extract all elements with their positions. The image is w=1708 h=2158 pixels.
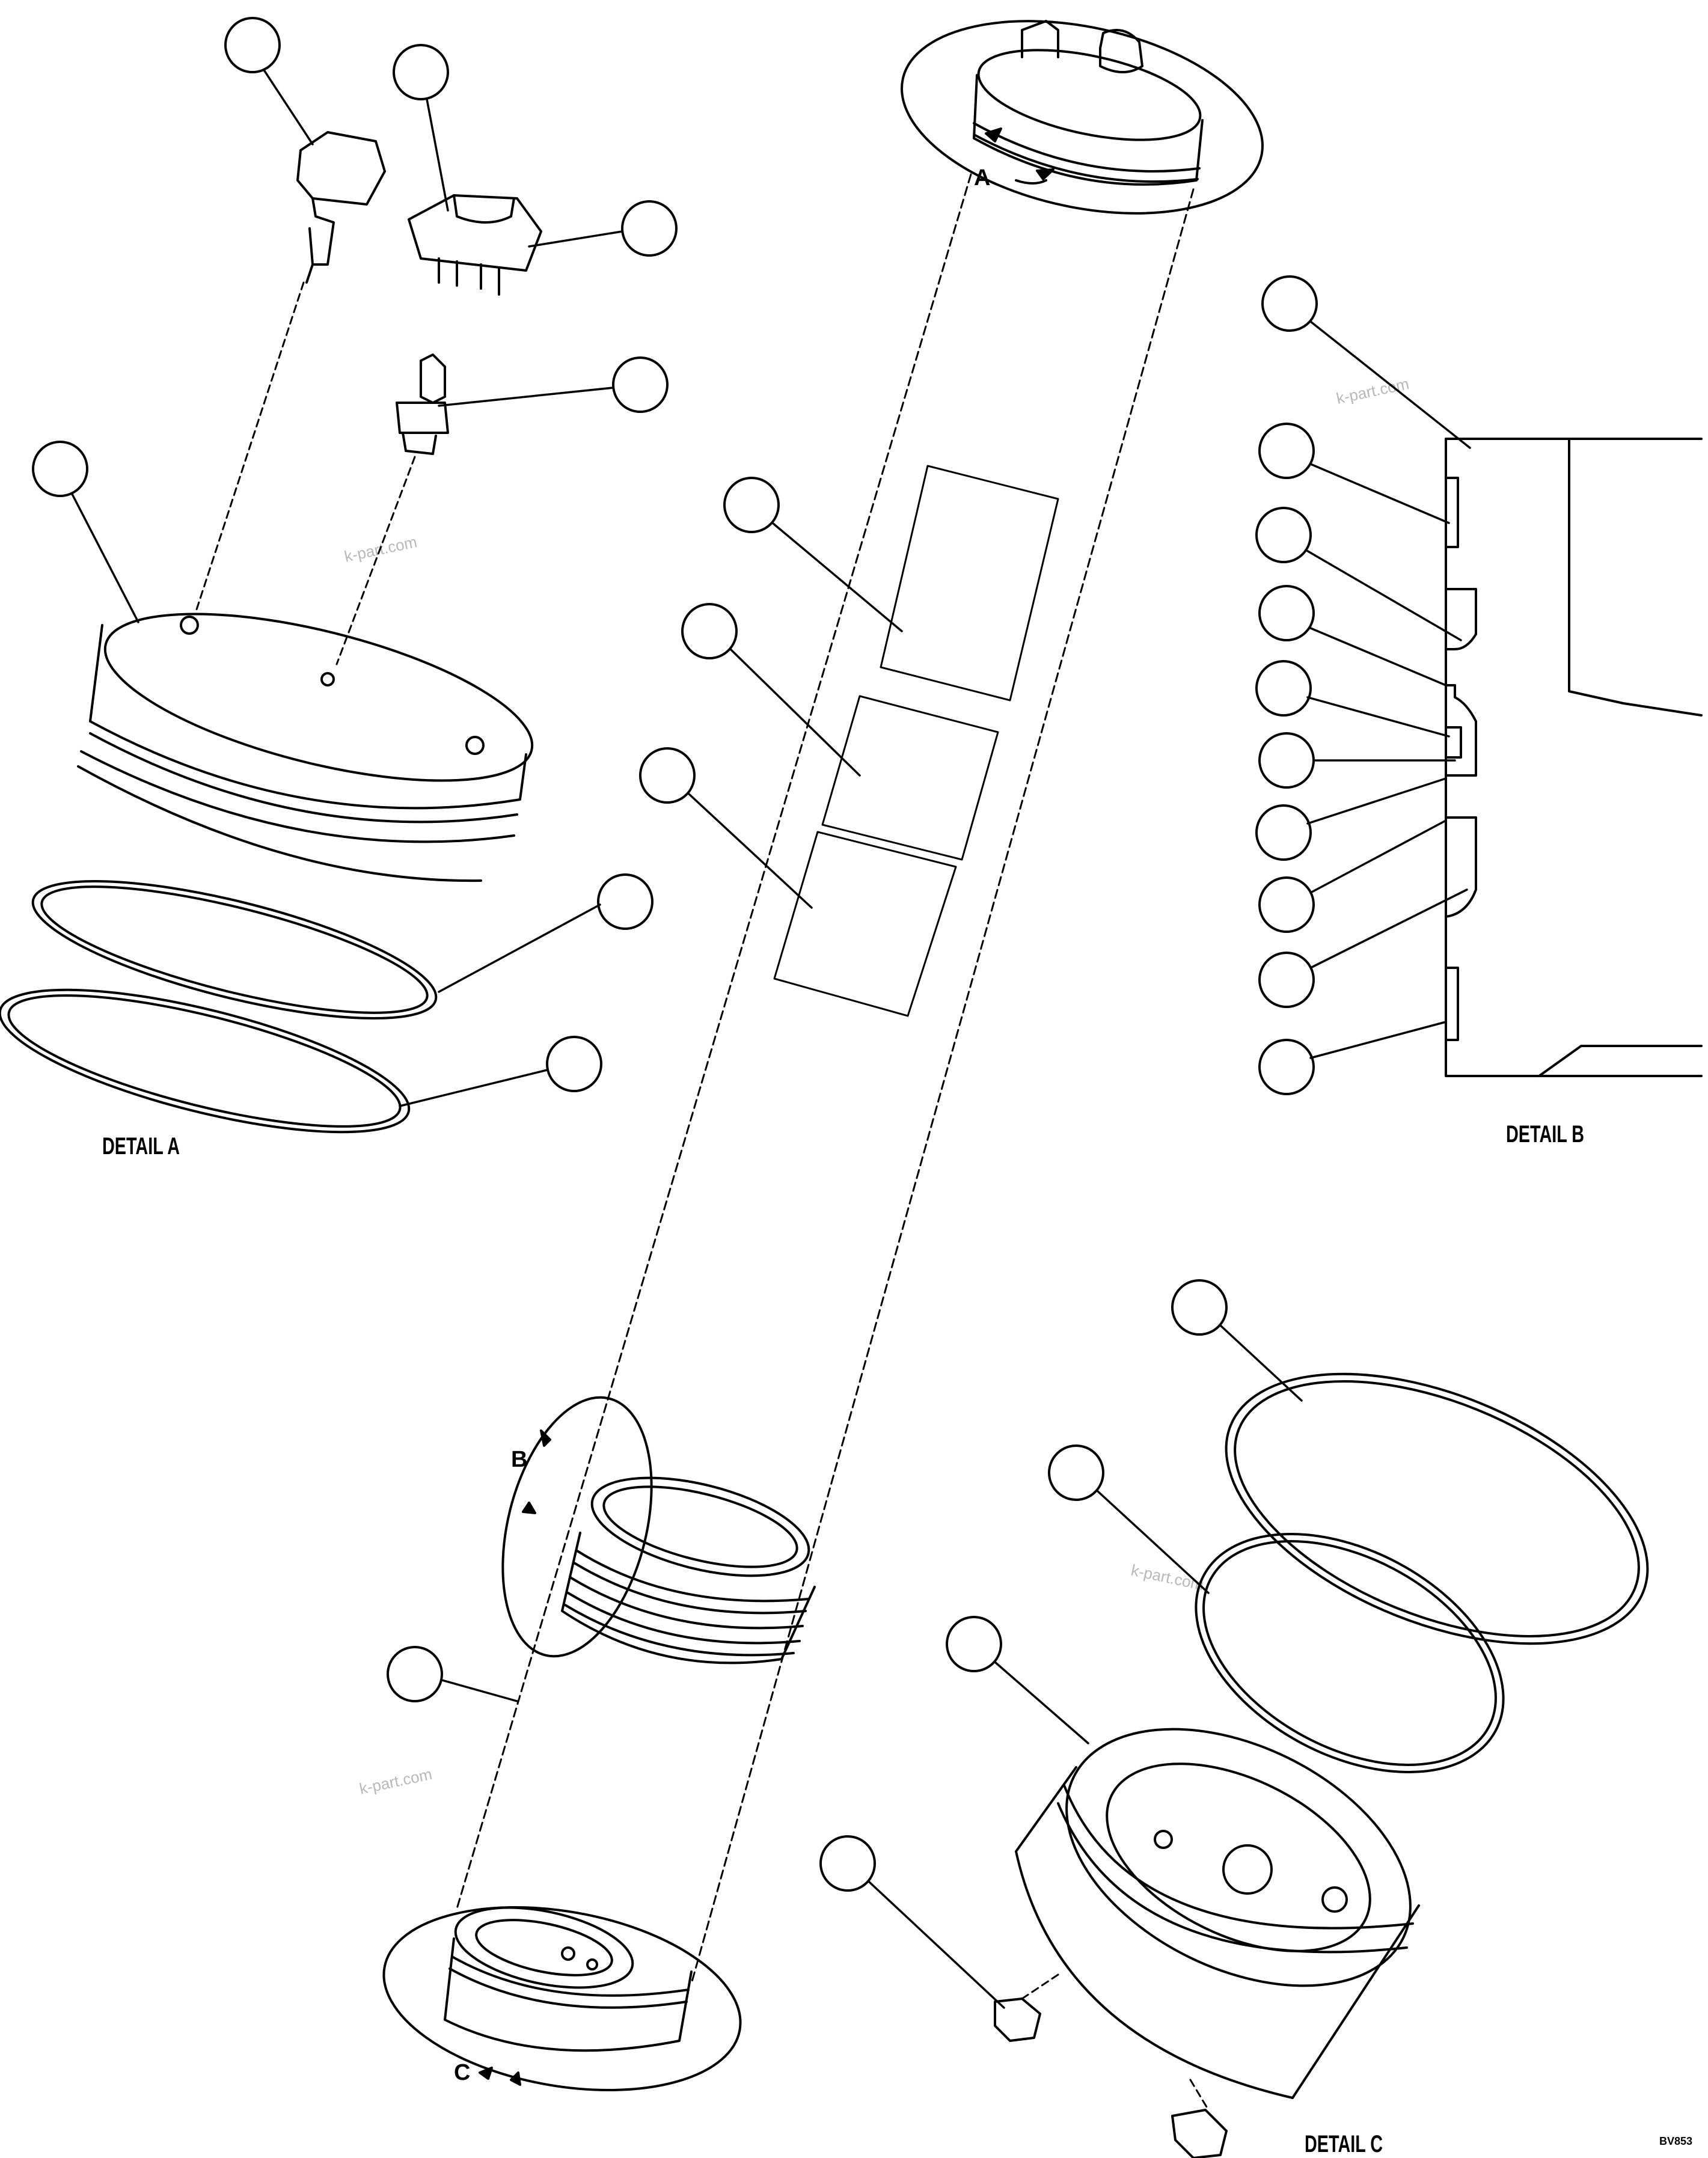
detail-b-caption: DETAIL B [1506, 1120, 1584, 1148]
callout-balloon [1258, 585, 1315, 641]
callout-leaders [71, 70, 1471, 2009]
callout-balloon [612, 356, 669, 413]
callout-balloon [546, 1036, 602, 1092]
callout-balloon [1261, 275, 1318, 332]
detail-b-assembly [1445, 438, 1703, 1077]
drawing-code: BV853 [1659, 2135, 1692, 2147]
callout-balloon [224, 17, 281, 73]
detail-c-assembly [994, 1372, 1649, 2158]
callout-balloon [1255, 804, 1312, 861]
callout-balloon [1255, 507, 1312, 563]
callout-balloon [387, 1646, 443, 1702]
callout-balloon [393, 44, 449, 100]
o-ring-large [0, 988, 411, 1134]
callout-balloon [723, 477, 780, 533]
detail-a-assembly [0, 131, 542, 1134]
callout-balloon [32, 441, 88, 497]
callout-balloon [1258, 732, 1315, 789]
detail-c-caption: DETAIL C [1305, 2130, 1383, 2157]
callout-balloon [946, 1616, 1002, 1672]
callout-balloon [1048, 1444, 1104, 1501]
callout-balloon [1258, 423, 1315, 479]
o-ring-c-small [1195, 1533, 1505, 1773]
cap-end [382, 1906, 742, 2092]
piston-assembly [501, 1396, 816, 1664]
callout-balloon [681, 603, 738, 659]
callout-balloon [1258, 1039, 1315, 1095]
plug-large [1171, 2109, 1228, 2158]
callout-balloons [32, 17, 1318, 1892]
part-label-plates [773, 465, 1059, 1017]
callout-balloon [1258, 952, 1315, 1008]
callout-balloon [1171, 1279, 1228, 1336]
callout-balloon [819, 1835, 876, 1892]
cylinder-tube [456, 173, 1195, 1985]
view-letter-a: A [974, 165, 990, 191]
watermark-text: k-part.com [358, 1765, 433, 1798]
view-letter-c: C [454, 2060, 470, 2085]
callout-balloon [1255, 660, 1312, 717]
detail-b-view-circle [501, 1396, 653, 1658]
callout-balloon [621, 200, 678, 257]
callout-balloon [1258, 876, 1315, 933]
rod-end-gland [901, 20, 1264, 215]
detail-a-view-circle [901, 20, 1264, 215]
detail-c-view-circle [382, 1906, 742, 2092]
detail-a-caption: DETAIL A [102, 1132, 180, 1160]
o-ring-c-large [1225, 1372, 1649, 1645]
view-letter-b: B [511, 1447, 527, 1472]
watermark-text: k-part.com [1130, 1561, 1205, 1594]
o-ring-small [31, 880, 438, 1019]
callout-balloon [639, 747, 696, 804]
callout-balloon [597, 873, 654, 930]
text-labels: A B C DETAIL A DETAIL B DETAIL C BV853 [102, 165, 1692, 2157]
